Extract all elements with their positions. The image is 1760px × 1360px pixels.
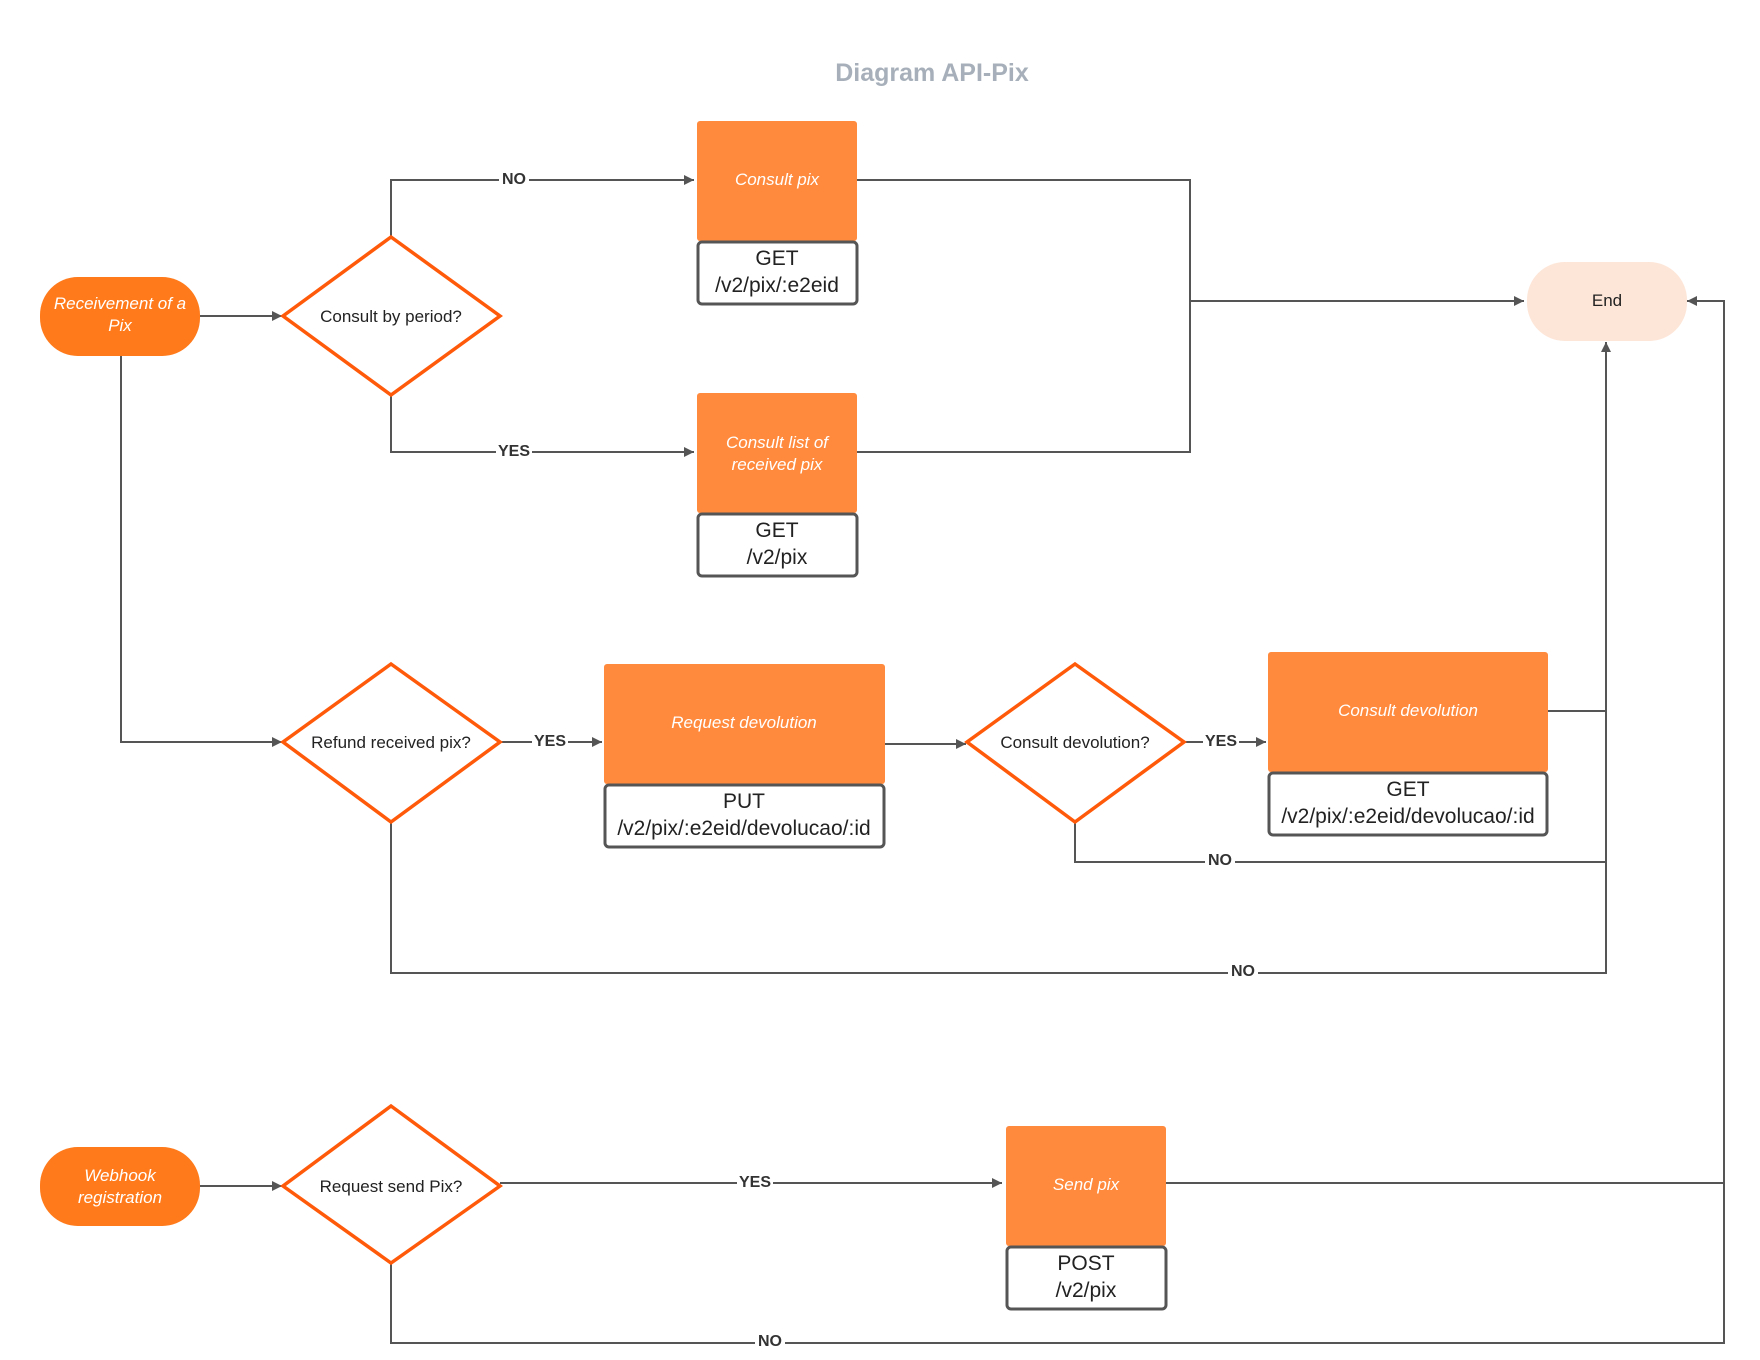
endpoint-consult-pix-method: GET <box>755 247 798 270</box>
start-node-webhook-line2: registration <box>78 1188 162 1207</box>
edge-consultdev-to-end <box>1546 342 1611 712</box>
process-consult-pix[interactable]: Consult pix GET /v2/pix/:e2eid <box>696 121 859 306</box>
edge-label-send-yes: YES <box>739 1174 771 1191</box>
edge-send-no <box>390 1183 1725 1344</box>
edge-receivement-to-refund <box>120 355 282 747</box>
endpoint-consult-devolution-path: /v2/pix/:e2eid/devolucao/:id <box>1281 805 1534 828</box>
edge-period-yes <box>390 395 694 457</box>
edge-period-no <box>390 175 694 237</box>
decision-request-send-label: Request send Pix? <box>320 1177 463 1196</box>
endpoint-consult-devolution-method: GET <box>1386 778 1429 801</box>
start-node-webhook[interactable]: Webhook registration <box>40 1147 200 1226</box>
process-request-devolution-label: Request devolution <box>671 713 817 732</box>
edge-label-period-no: NO <box>502 171 526 188</box>
edge-consultpix-to-end <box>856 179 1524 306</box>
process-send-pix[interactable]: Send pix POST /v2/pix <box>1005 1126 1168 1311</box>
edge-label-period-yes: YES <box>498 443 530 460</box>
edge-label-send-no: NO <box>758 1333 782 1350</box>
decision-refund-received[interactable]: Refund received pix? <box>280 661 503 825</box>
decision-consult-by-period[interactable]: Consult by period? <box>280 234 503 398</box>
start-node-webhook-line1: Webhook <box>84 1166 157 1185</box>
edge-sendpix-to-end <box>1164 296 1725 1184</box>
process-request-devolution[interactable]: Request devolution PUT /v2/pix/:e2eid/de… <box>603 664 886 849</box>
endpoint-consult-pix-path: /v2/pix/:e2eid <box>715 274 839 297</box>
endpoint-consult-list-path: /v2/pix <box>747 546 808 569</box>
decision-consult-devolution[interactable]: Consult devolution? <box>964 661 1187 825</box>
edge-refund-no <box>390 822 1607 974</box>
process-consult-devolution[interactable]: Consult devolution GET /v2/pix/:e2eid/de… <box>1267 652 1549 837</box>
decision-refund-received-label: Refund received pix? <box>311 733 471 752</box>
end-node-label: End <box>1592 291 1622 310</box>
start-node-receivement-line1: Receivement of a <box>54 294 186 313</box>
endpoint-request-devolution-method: PUT <box>723 790 765 813</box>
start-node-receivement-line2: Pix <box>108 316 132 335</box>
edge-devq-no <box>1074 711 1607 863</box>
edge-label-refund-yes: YES <box>534 733 566 750</box>
endpoint-send-pix-path: /v2/pix <box>1056 1279 1117 1302</box>
decision-consult-devolution-label: Consult devolution? <box>1000 733 1149 752</box>
edge-consultlist-to-end <box>856 301 1191 453</box>
process-consult-list-line1: Consult list of <box>726 433 830 452</box>
edge-label-refund-no: NO <box>1231 963 1255 980</box>
decision-consult-by-period-label: Consult by period? <box>320 307 462 326</box>
endpoint-send-pix-method: POST <box>1057 1252 1114 1275</box>
diagram-title: Diagram API-Pix <box>835 59 1029 87</box>
process-consult-pix-label: Consult pix <box>735 170 820 189</box>
edge-label-devq-yes: YES <box>1205 733 1237 750</box>
decision-request-send[interactable]: Request send Pix? <box>280 1103 503 1266</box>
process-consult-list-line2: received pix <box>732 455 823 474</box>
process-consult-devolution-label: Consult devolution <box>1338 701 1478 720</box>
process-send-pix-label: Send pix <box>1053 1175 1120 1194</box>
end-node[interactable]: End <box>1527 262 1687 341</box>
edge-label-devq-no: NO <box>1208 852 1232 869</box>
process-consult-list[interactable]: Consult list of received pix GET /v2/pix <box>696 393 859 578</box>
endpoint-request-devolution-path: /v2/pix/:e2eid/devolucao/:id <box>617 817 870 840</box>
endpoint-consult-list-method: GET <box>755 519 798 542</box>
start-node-receivement[interactable]: Receivement of a Pix <box>40 277 200 356</box>
